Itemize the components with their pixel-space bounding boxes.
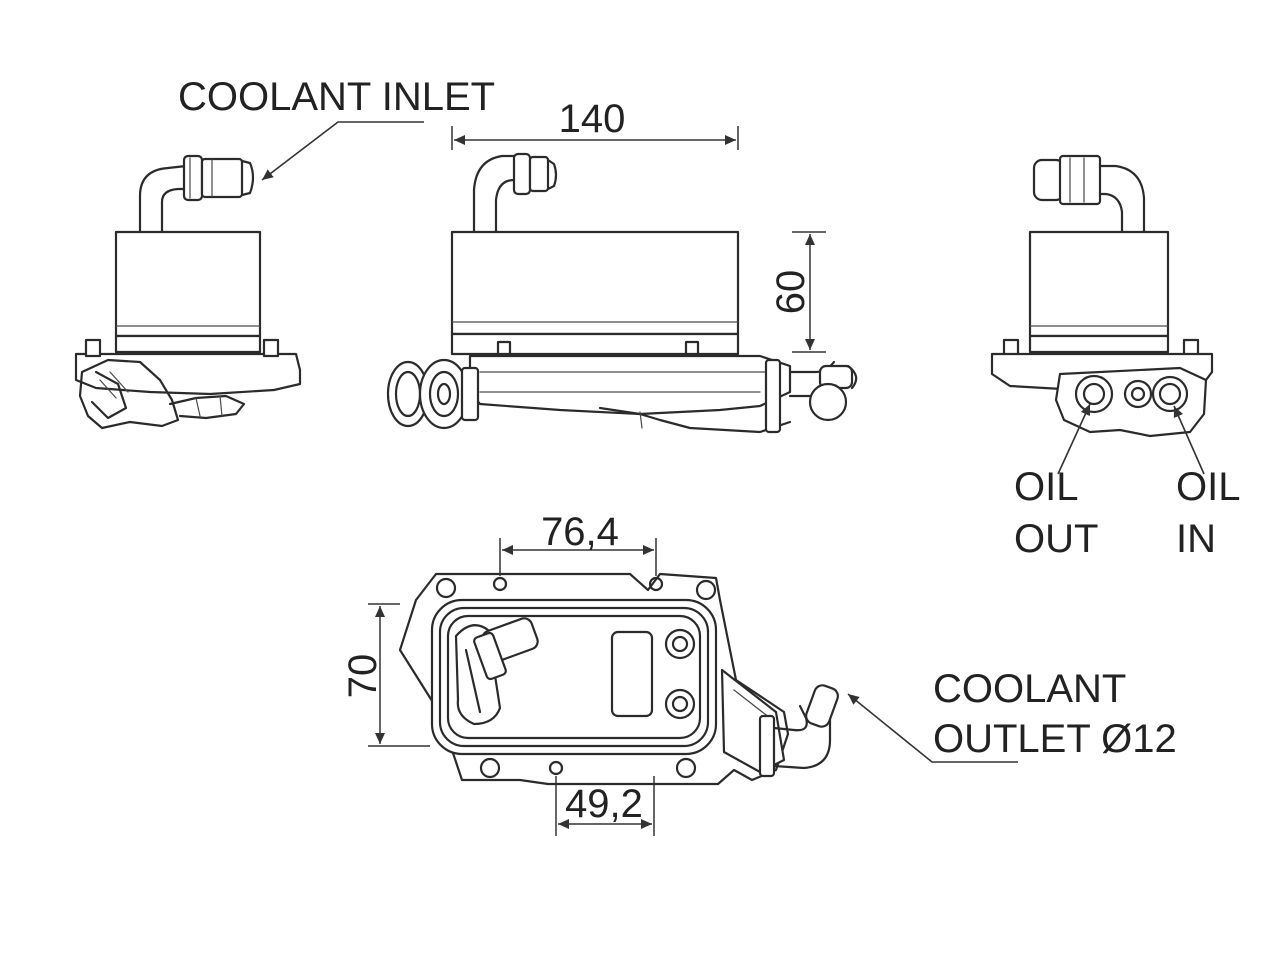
dimension-top-hole-spacing: 76,4 [541, 510, 619, 554]
left-side-view [74, 154, 302, 430]
coolant-inlet-label: COOLANT INLET [178, 75, 495, 119]
coolant-outlet-label-line1: COOLANT [933, 667, 1126, 711]
labels: COOLANT INLET COOLANT OUTLET Ø12 OIL OUT… [178, 75, 1240, 826]
front-view [386, 152, 858, 434]
coolant-outlet-label-line2: OUTLET Ø12 [933, 717, 1177, 761]
oil-out-label-line2: OUT [1014, 517, 1098, 561]
dimension-length: 140 [559, 97, 626, 141]
oil-in-label-line2: IN [1176, 517, 1216, 561]
right-side-view [990, 154, 1214, 438]
oil-out-label-line1: OIL [1014, 465, 1078, 509]
top-view [398, 572, 839, 786]
dimension-height: 60 [769, 270, 813, 315]
leader-lines [261, 121, 1205, 763]
dimension-width: 70 [341, 654, 385, 699]
dimension-bottom-hole-spacing: 49,2 [565, 782, 643, 826]
oil-in-label-line1: OIL [1176, 465, 1240, 509]
dimension-lines [368, 126, 826, 836]
